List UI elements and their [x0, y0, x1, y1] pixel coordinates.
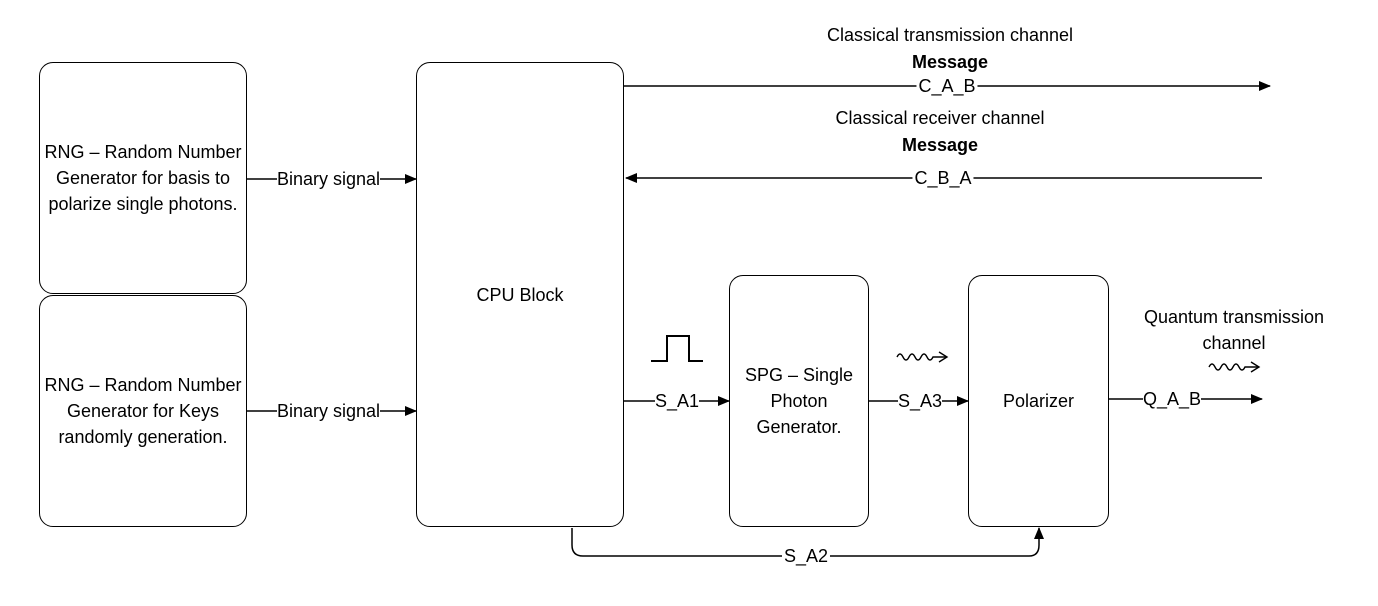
binary-signal-1-label: Binary signal [277, 168, 381, 190]
pulse-icon [651, 335, 703, 362]
rng-keys-label: RNG – Random Number Generator for Keys r… [44, 375, 242, 447]
s-a2-label: S_A2 [781, 545, 831, 567]
c-b-a-label: C_B_A [912, 167, 974, 189]
s-a3-label: S_A3 [898, 390, 943, 412]
rng-basis-block: RNG – Random Number Generator for basis … [39, 62, 247, 294]
binary-signal-2-label: Binary signal [277, 400, 381, 422]
quantum-tx-title: Quantum transmission channel [1143, 307, 1325, 353]
photon-wave-icon [896, 351, 949, 363]
classical-tx-message: Message [911, 51, 989, 73]
q-a-b-label: Q_A_B [1143, 388, 1202, 410]
spg-label: SPG – Single Photon Generator. [744, 365, 854, 437]
cpu-block: CPU Block [416, 62, 624, 527]
s-a1-label: S_A1 [655, 390, 700, 412]
polarizer-label: Polarizer [1002, 391, 1075, 411]
cpu-label: CPU Block [476, 284, 564, 305]
rng-basis-label: RNG – Random Number Generator for basis … [44, 142, 242, 214]
classical-rx-message: Message [901, 134, 979, 156]
c-a-b-label: C_A_B [916, 75, 978, 97]
classical-tx-title: Classical transmission channel [826, 24, 1074, 46]
classical-rx-title: Classical receiver channel [835, 107, 1045, 129]
photon-wave-icon [1208, 361, 1261, 373]
spg-block: SPG – Single Photon Generator. [729, 275, 869, 527]
polarizer-block: Polarizer [968, 275, 1109, 527]
rng-keys-block: RNG – Random Number Generator for Keys r… [39, 295, 247, 527]
